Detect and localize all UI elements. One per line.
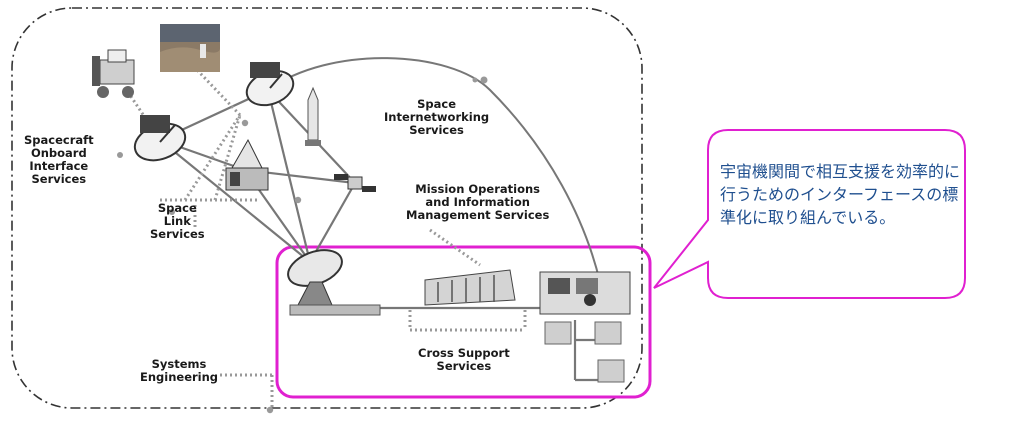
rover-icon xyxy=(92,49,135,98)
system-boundary xyxy=(11,7,643,409)
relay-satellite-dish-icon xyxy=(245,62,295,107)
internetworking-node xyxy=(480,76,488,84)
control-building-icon xyxy=(424,269,516,306)
internetworking-arc xyxy=(267,57,601,283)
label-cross-support-services: Cross Support Services xyxy=(418,346,510,373)
space-links xyxy=(159,89,600,382)
label-mission-operations-services: Mission Operations and Information Manag… xyxy=(406,182,550,222)
callout-text: 宇宙機関間で相互支援を効率的に行うためのインターフェースの標準化に取り組んでいる… xyxy=(720,162,961,227)
label-spacecraft-onboard-interface-services: Spacecraft Onboard Interface Services xyxy=(24,133,94,186)
orbiter-dish-icon xyxy=(133,115,187,162)
moon-surface-photo xyxy=(160,24,220,72)
label-systems-engineering: Systems Engineering xyxy=(140,357,219,384)
crew-capsule-icon xyxy=(225,138,269,191)
rocket-icon xyxy=(305,86,321,146)
service-links xyxy=(126,50,527,410)
user-terminal-icons xyxy=(544,321,625,383)
label-space-internetworking-services: Space Internetworking Services xyxy=(384,97,490,137)
small-satellite-icon xyxy=(334,174,376,192)
ground-antenna-icon xyxy=(287,249,381,316)
operations-room-icon xyxy=(539,271,631,315)
ground-segment-highlight xyxy=(275,245,652,399)
label-space-link-services: Space Link Services xyxy=(150,201,205,241)
callout-bubble xyxy=(653,129,966,299)
service-nodes xyxy=(117,77,478,414)
